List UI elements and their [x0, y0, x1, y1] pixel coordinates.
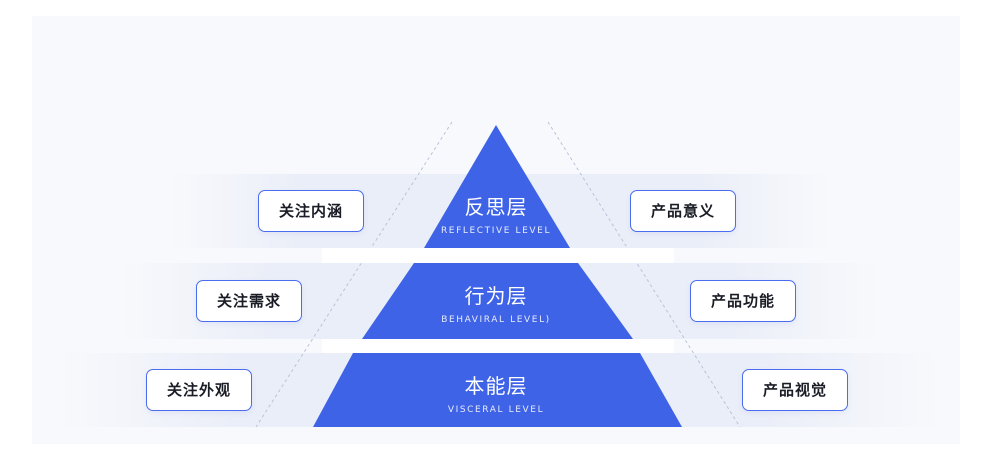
layer-label-reflective: 反思层 REFLECTIVE LEVEL — [366, 195, 626, 237]
layer-title: 反思层 — [464, 195, 528, 219]
guide-line-left — [255, 121, 453, 428]
layer-title: 本能层 — [464, 374, 528, 398]
layer-gap-1 — [322, 248, 674, 263]
guide-line-right — [547, 121, 741, 428]
tag-focus-connotation: 关注内涵 — [258, 190, 364, 232]
layer-subtitle: VISCERAL LEVEL — [447, 405, 545, 415]
layer-gap-2 — [322, 339, 674, 353]
tag-focus-appearance: 关注外观 — [146, 369, 252, 411]
pyramid-tier-visceral — [313, 353, 682, 427]
layer-label-behavioral: 行为层 BEHAVIRAL LEVEL) — [366, 284, 626, 326]
layer-label-visceral: 本能层 VISCERAL LEVEL — [366, 374, 626, 416]
pyramid-tier-reflective — [424, 125, 570, 248]
tag-product-meaning: 产品意义 — [630, 190, 736, 232]
tag-focus-needs: 关注需求 — [196, 280, 302, 322]
layer-subtitle: REFLECTIVE LEVEL — [440, 226, 552, 236]
tag-product-visual: 产品视觉 — [742, 369, 848, 411]
layer-title: 行为层 — [464, 284, 528, 308]
tag-product-function: 产品功能 — [690, 280, 796, 322]
layer-subtitle: BEHAVIRAL LEVEL) — [441, 315, 551, 325]
pyramid-tier-behavioral — [362, 263, 633, 339]
